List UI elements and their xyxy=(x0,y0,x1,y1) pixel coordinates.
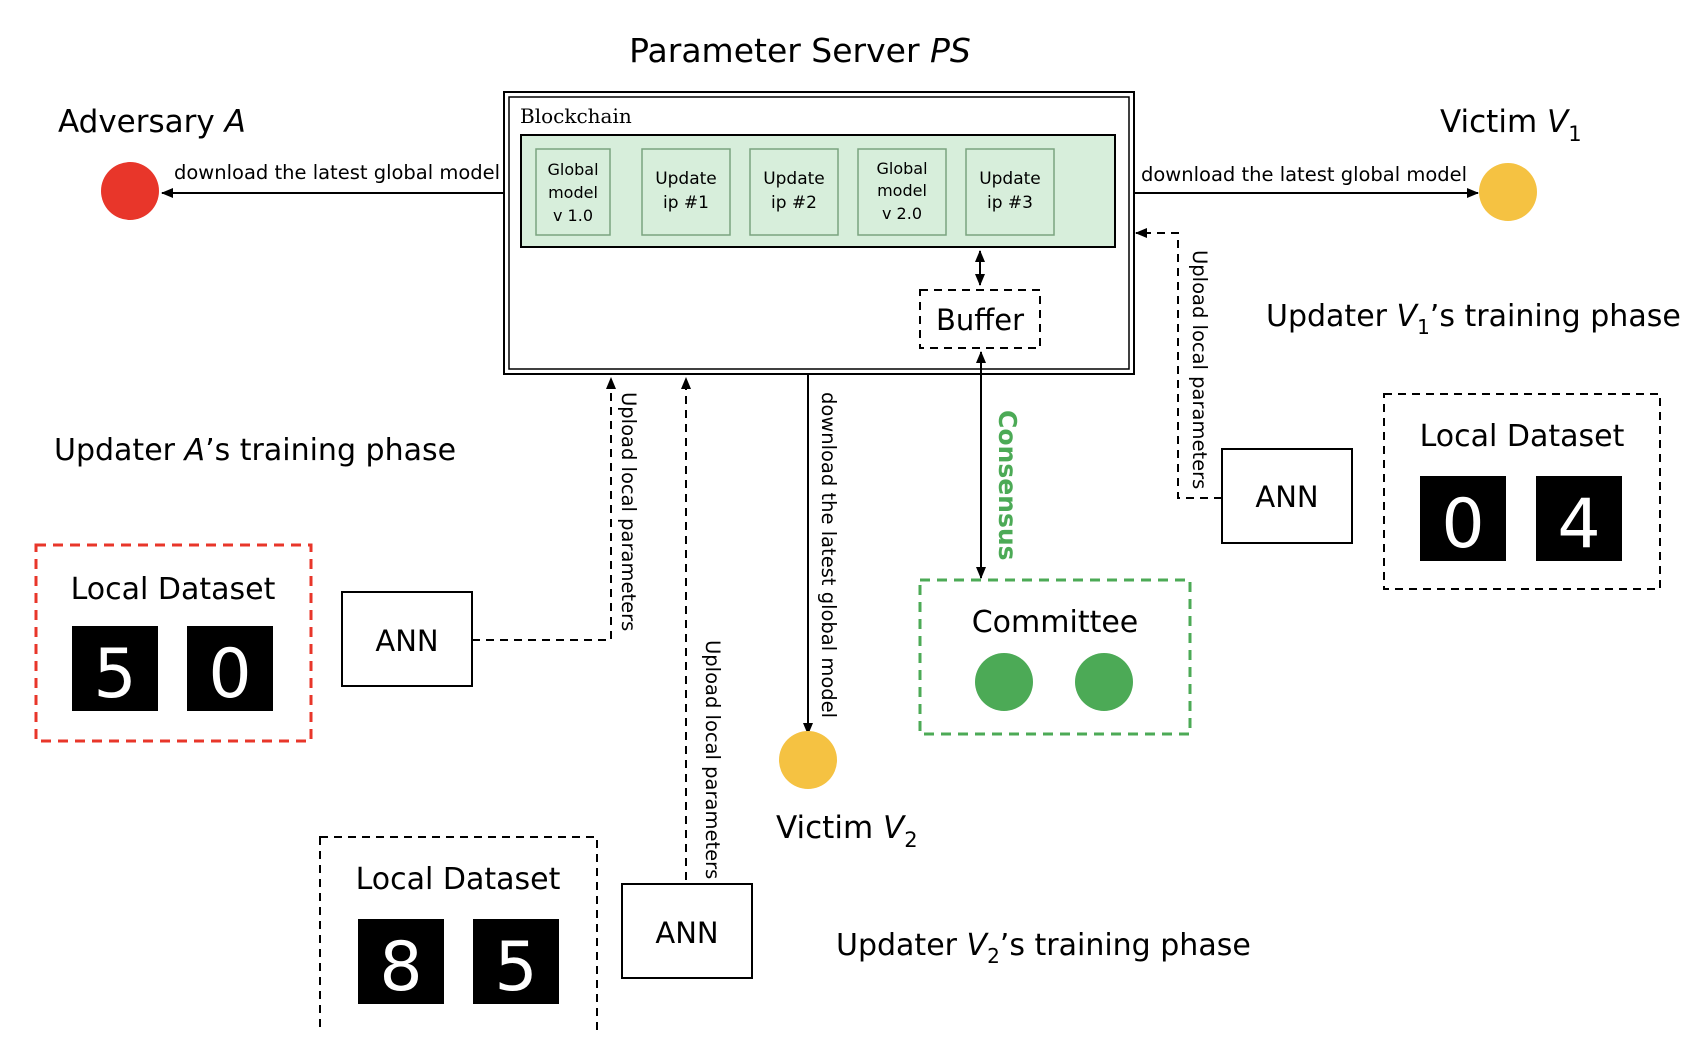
phase-a-prefix: Updater xyxy=(54,433,185,468)
adversary-label: Adversary A xyxy=(58,104,246,140)
phase-v2-prefix: Updater xyxy=(836,928,967,963)
victim2-var: V xyxy=(883,810,907,846)
phase-v1-sub: 1 xyxy=(1417,315,1430,339)
block-line: ip #3 xyxy=(987,193,1033,213)
victim1-label: Victim V1 xyxy=(1440,104,1582,146)
victim1-var: V xyxy=(1547,104,1571,140)
victim2-digit-image-0: 8 xyxy=(358,919,444,1007)
adversary-node xyxy=(101,162,159,220)
block-line: ip #1 xyxy=(663,193,709,213)
diagram-title: Parameter Server PS xyxy=(629,31,971,70)
buffer-label: Buffer xyxy=(936,303,1024,337)
block-line: Update xyxy=(655,169,717,189)
victim2-upload-label: Upload local parameters xyxy=(701,640,724,879)
block-line: v 2.0 xyxy=(882,204,922,223)
adversary-upload-label: Upload local parameters xyxy=(617,392,640,631)
block-line: v 1.0 xyxy=(553,206,593,225)
adversary-ann-box xyxy=(341,591,473,687)
phase-v2-label: Updater V2’s training phase xyxy=(836,928,1251,968)
victim2-sub: 2 xyxy=(904,828,917,852)
victim2-download-label: download the latest global model xyxy=(817,392,840,718)
block-list: Global model v 1.0 Update ip #1 Update i… xyxy=(535,148,1055,236)
parameter-server-inner xyxy=(508,96,1130,370)
block-line: Update xyxy=(979,169,1041,189)
consensus-label: Consensus xyxy=(993,410,1022,561)
phase-v1-var: V xyxy=(1397,299,1420,334)
phase-a-label: Updater A’s training phase xyxy=(54,433,456,468)
phase-v1-label: Updater V1’s training phase xyxy=(1266,299,1681,339)
victim1-download-label: download the latest global model xyxy=(1141,163,1467,186)
victim1-ann-label: ANN xyxy=(1255,480,1318,514)
block-global-model-v1: Global model v 1.0 xyxy=(535,148,611,236)
phase-v1-prefix: Updater xyxy=(1266,299,1397,334)
digit-glyph: 8 xyxy=(379,928,422,1007)
digit-glyph: 5 xyxy=(93,635,136,714)
block-global-model-v2: Global model v 2.0 xyxy=(857,148,947,236)
phase-a-suffix: ’s training phase xyxy=(205,433,456,468)
committee-member-node xyxy=(1075,653,1133,711)
block-line: Global xyxy=(876,159,927,178)
phase-v2-sub: 2 xyxy=(987,944,1000,968)
victim2-ann-box xyxy=(621,883,753,979)
block-line: model xyxy=(548,183,598,202)
committee-label: Committee xyxy=(972,605,1139,640)
block-update-ip3: Update ip #3 xyxy=(965,148,1055,236)
victim2-ann-label: ANN xyxy=(655,916,718,950)
committee-box xyxy=(918,578,1192,736)
victim1-prefix: Victim xyxy=(1440,104,1547,140)
block-line: Global xyxy=(547,160,598,179)
adversary-upload-path xyxy=(472,377,616,641)
digit-glyph: 0 xyxy=(208,635,251,714)
adversary-download-label: download the latest global model xyxy=(174,161,500,184)
buffer-box xyxy=(919,289,1041,349)
victim2-label: Victim V2 xyxy=(776,810,918,852)
victim1-digit-image-1: 4 xyxy=(1536,476,1622,564)
victim1-sub: 1 xyxy=(1568,122,1581,146)
victim1-dataset-box xyxy=(1383,393,1661,590)
block-line: model xyxy=(877,181,927,200)
block-line: ip #2 xyxy=(771,193,817,213)
victim2-prefix: Victim xyxy=(776,810,883,846)
phase-a-emph: A xyxy=(183,433,206,468)
victim2-dataset-label: Local Dataset xyxy=(356,862,561,897)
phase-v2-suffix: ’s training phase xyxy=(1000,928,1251,963)
victim2-digit-image-1: 5 xyxy=(473,919,559,1007)
parameter-server-outer xyxy=(503,91,1135,375)
victim1-ann-box xyxy=(1221,448,1353,544)
digit-glyph: 0 xyxy=(1441,485,1484,564)
adversary-dataset-label: Local Dataset xyxy=(71,572,276,607)
block-update-ip1: Update ip #1 xyxy=(641,148,731,236)
adversary-digit-image-1: 0 xyxy=(187,626,273,714)
committee-member-node xyxy=(975,653,1033,711)
adversary-ann-label: ANN xyxy=(375,624,438,658)
adversary-dataset-box xyxy=(34,543,313,743)
victim1-upload-label: Upload local parameters xyxy=(1188,250,1211,489)
block-update-ip2: Update ip #2 xyxy=(749,148,839,236)
adversary-digit-image-0: 5 xyxy=(72,626,158,714)
victim1-upload-path xyxy=(1135,228,1222,499)
victim1-dataset-label: Local Dataset xyxy=(1420,419,1625,454)
block-line: Update xyxy=(763,169,825,189)
victim1-digit-image-0: 0 xyxy=(1420,476,1506,564)
digit-glyph: 5 xyxy=(494,928,537,1007)
phase-v2-var: V xyxy=(967,928,990,963)
title-emph: PS xyxy=(930,31,971,70)
adversary-emph: A xyxy=(223,104,246,140)
adversary-prefix: Adversary xyxy=(58,104,225,140)
phase-v1-suffix: ’s training phase xyxy=(1430,299,1681,334)
victim1-node xyxy=(1479,163,1537,221)
digit-glyph: 4 xyxy=(1557,485,1600,564)
victim2-node xyxy=(779,731,837,789)
blockchain-label: Blockchain xyxy=(520,104,632,128)
victim2-dataset-box xyxy=(319,836,598,1034)
title-prefix: Parameter Server xyxy=(629,31,930,70)
